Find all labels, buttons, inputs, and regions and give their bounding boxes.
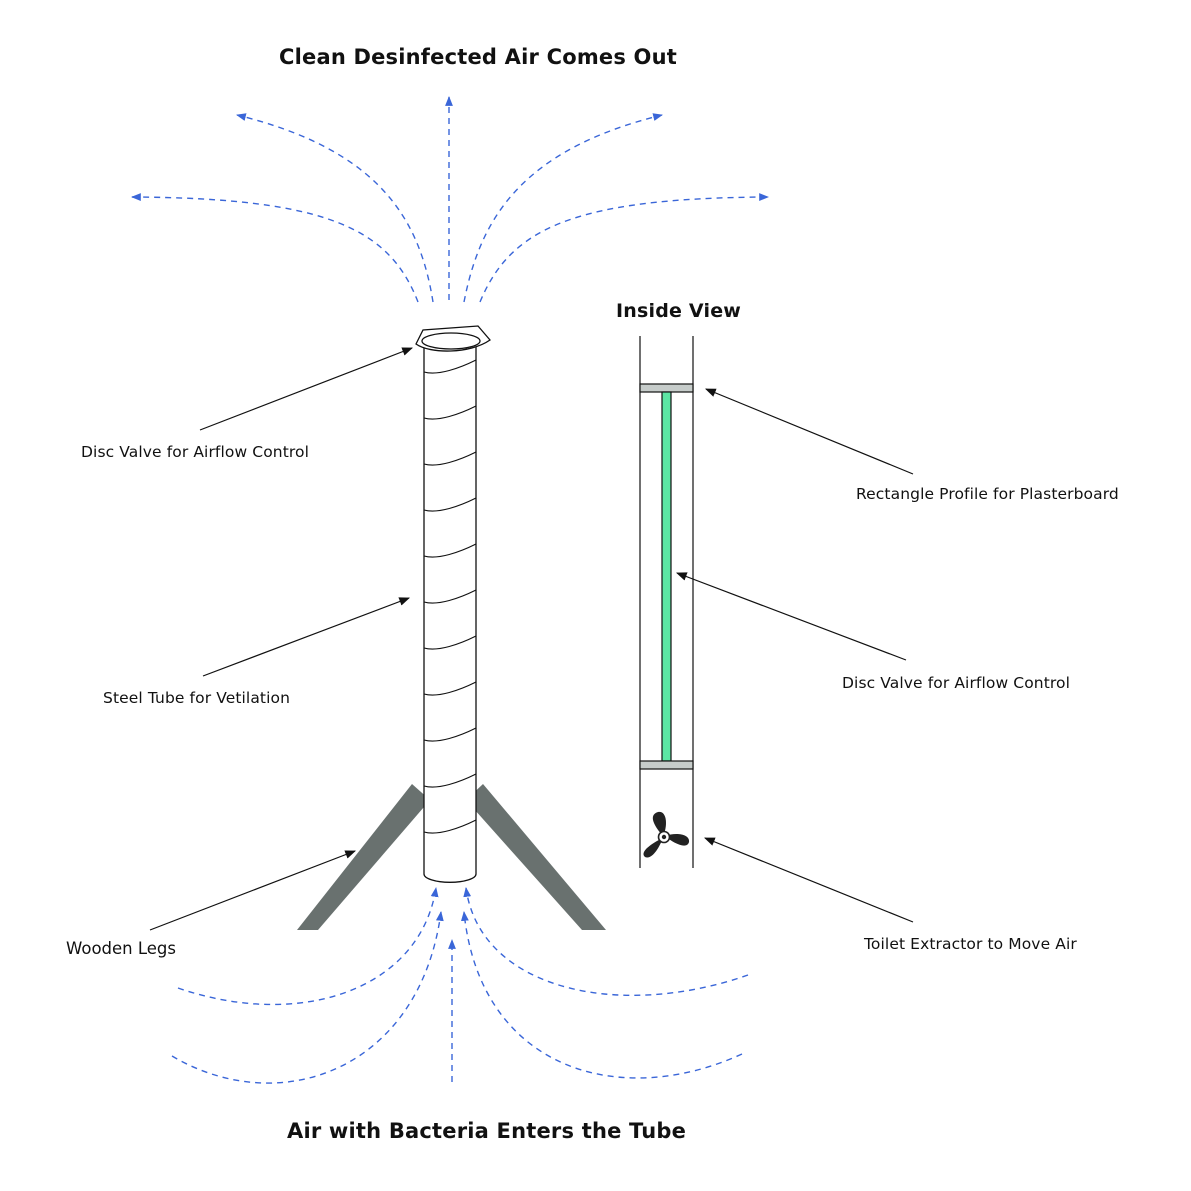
tube-body bbox=[423, 341, 477, 883]
wooden-legs bbox=[297, 784, 606, 930]
label-disc-valve-right: Disc Valve for Airflow Control bbox=[842, 674, 1071, 692]
label-disc-valve-left: Disc Valve for Airflow Control bbox=[81, 443, 310, 461]
label-rect-profile: Rectangle Profile for Plasterboard bbox=[856, 485, 1119, 503]
label-steel-tube: Steel Tube for Vetilation bbox=[103, 689, 291, 707]
inflow-airflow-arrows bbox=[171, 887, 749, 1084]
wooden-leg-right bbox=[466, 784, 606, 930]
outflow-airflow-arrows bbox=[131, 96, 769, 303]
inflow-arrow-left-inner bbox=[177, 887, 439, 1006]
leader-toilet-extractor bbox=[703, 837, 914, 923]
steel-tube bbox=[415, 325, 491, 883]
disc-valve-green bbox=[661, 391, 672, 762]
inflow-arrow-right-inner bbox=[463, 887, 749, 997]
inflow-arrow-right-outer bbox=[460, 911, 743, 1079]
leader-rect-profile bbox=[705, 388, 914, 475]
leader-disc-valve-left bbox=[199, 347, 414, 431]
extractor-fan-icon bbox=[643, 811, 690, 858]
outflow-arrow-right-upper bbox=[463, 113, 663, 303]
label-toilet-extractor: Toilet Extractor to Move Air bbox=[864, 935, 1077, 953]
wooden-leg-left bbox=[297, 784, 430, 930]
outflow-arrow-right-lower bbox=[479, 193, 769, 303]
disc-valve-top bbox=[415, 325, 491, 352]
leader-wooden-legs bbox=[149, 850, 357, 931]
outflow-arrow-left-upper bbox=[236, 113, 434, 303]
leader-arrows bbox=[149, 347, 914, 931]
inside-view bbox=[639, 336, 694, 868]
rectangle-profile-top bbox=[639, 383, 694, 393]
title-bottom: Air with Bacteria Enters the Tube bbox=[287, 1119, 687, 1143]
title-top: Clean Desinfected Air Comes Out bbox=[279, 45, 677, 69]
rectangle-profile-bottom bbox=[639, 760, 694, 770]
tube-spiral bbox=[423, 359, 477, 834]
inflow-arrow-left-outer bbox=[171, 911, 444, 1084]
outflow-arrow-left-lower bbox=[131, 193, 419, 303]
title-inside-view: Inside View bbox=[616, 300, 742, 322]
leader-steel-tube bbox=[202, 597, 411, 677]
label-wooden-legs: Wooden Legs bbox=[66, 939, 176, 958]
leader-disc-valve-right bbox=[675, 572, 907, 661]
